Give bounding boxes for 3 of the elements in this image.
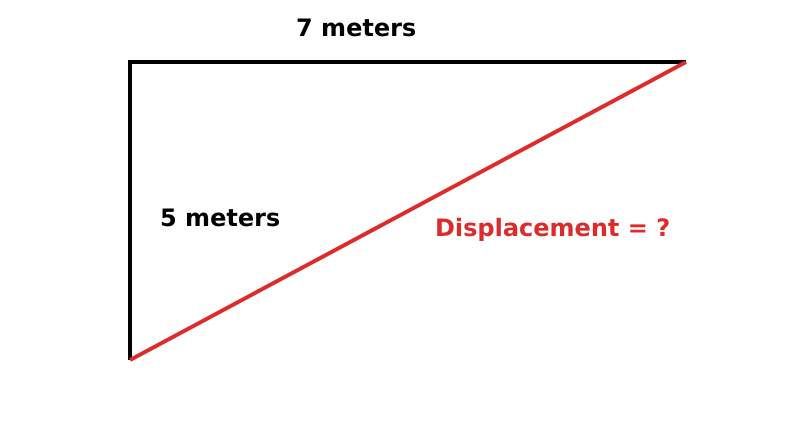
dimension-label: 7 meters	[296, 14, 416, 43]
dimension-label: 5 meters	[160, 204, 280, 233]
unknown-label: Displacement = ?	[435, 214, 670, 243]
